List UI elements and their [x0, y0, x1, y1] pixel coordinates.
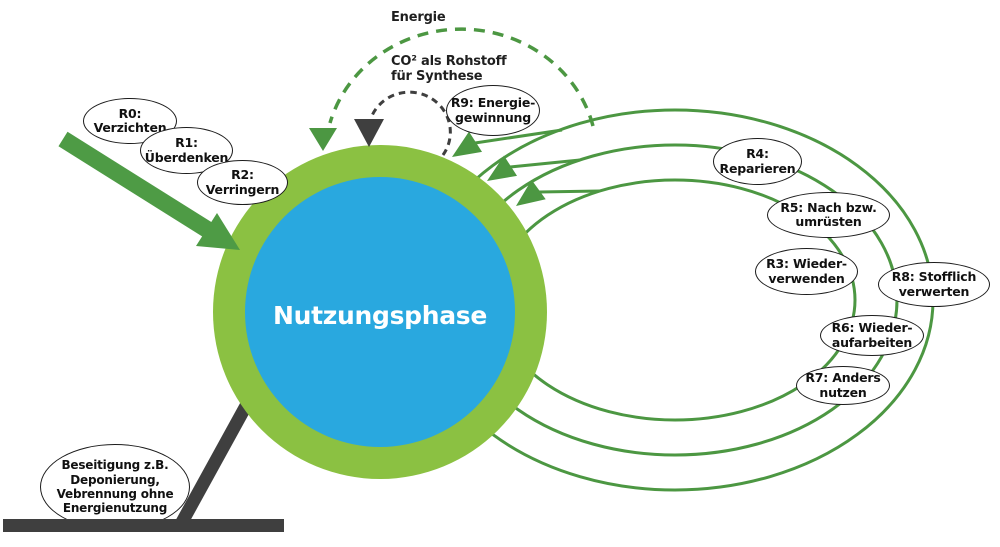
node-r4-reparieren: R4: Reparieren	[713, 138, 802, 185]
co2-flow-arc	[369, 90, 452, 156]
loop-middle-arrowhead-icon	[487, 155, 518, 181]
energy-label: Energie	[391, 10, 446, 25]
co2-label: CO² als Rohstoff für Synthese	[391, 54, 507, 84]
node-r6-wiederaufarbeiten: R6: Wieder- aufarbeiten	[820, 315, 924, 356]
node-r2-verringern: R2: Verringern	[197, 160, 288, 205]
node-r5-umruesten: R5: Nach bzw. umrüsten	[767, 192, 890, 238]
loop-middle-connector	[509, 158, 581, 169]
node-r8-stofflich-verwerten: R8: Stofflich verwerten	[878, 262, 990, 307]
node-beseitigung: Beseitigung z.B. Deponierung, Vebrennung…	[40, 444, 190, 530]
input-arrow	[58, 131, 240, 250]
energy-flow-arc	[328, 27, 595, 127]
loop-inner-arrowhead-icon	[516, 179, 546, 206]
loop-inner-connector	[538, 189, 601, 194]
loop-outer-arrowhead-icon	[452, 131, 483, 157]
node-r7-anders-nutzen: R7: Anders nutzen	[796, 366, 890, 405]
disposal-line	[175, 400, 253, 528]
energy-arrowhead-icon	[309, 128, 337, 151]
loop-outer-connector	[474, 128, 563, 145]
node-r9-energiegewinnung: R9: Energie- gewinnung	[446, 85, 540, 136]
loop-arrowheads	[452, 131, 546, 206]
node-r3-wiederverwenden: R3: Wieder- verwenden	[755, 248, 858, 295]
ground-bar	[3, 519, 284, 532]
usage-phase-title: Nutzungsphase	[272, 301, 488, 330]
usage-core	[245, 177, 515, 447]
co2-arrowhead-icon	[354, 119, 384, 147]
